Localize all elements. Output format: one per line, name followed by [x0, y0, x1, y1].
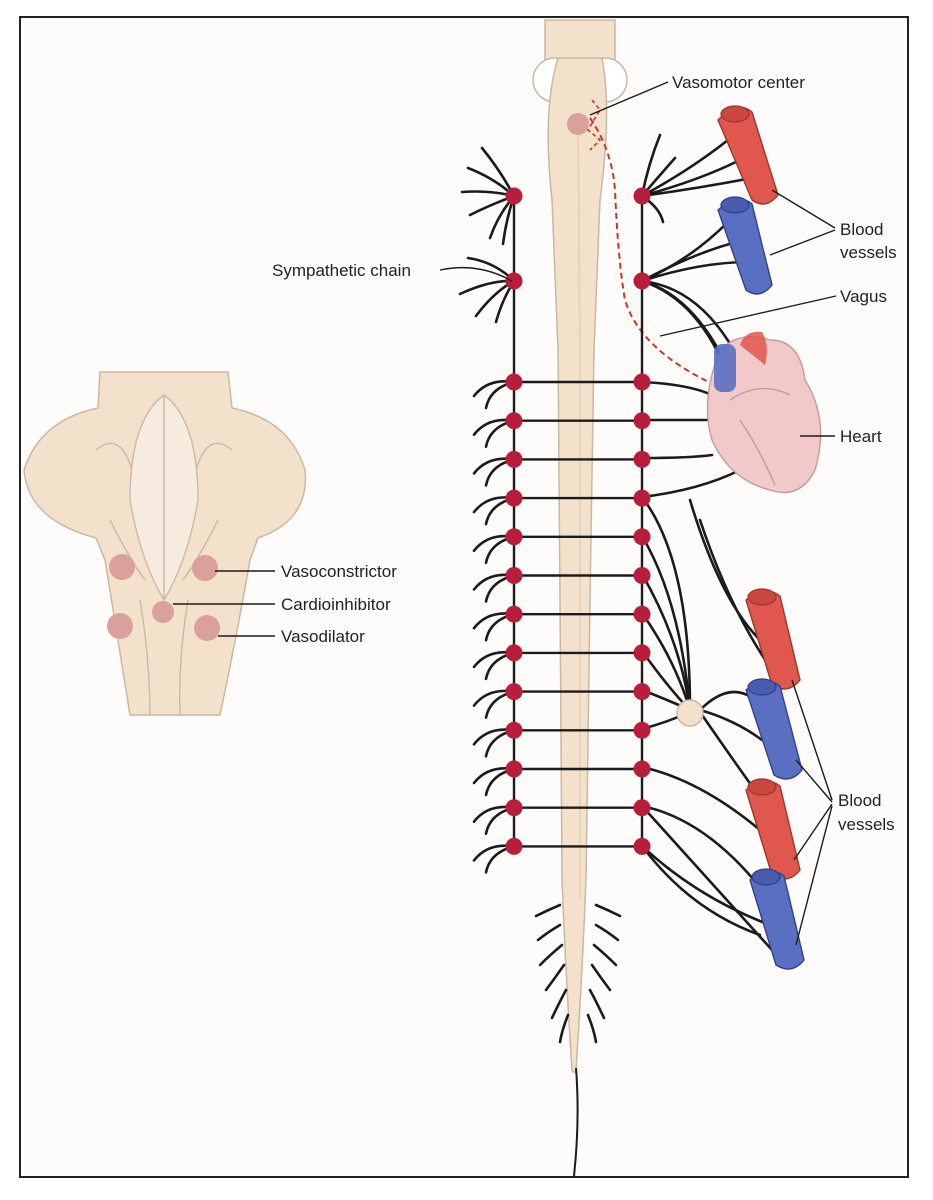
upper-artery — [717, 105, 779, 205]
ganglion-left — [505, 187, 523, 205]
ganglion-left — [505, 760, 523, 778]
vasoconstrictor-area-left — [109, 554, 135, 580]
ganglion-right — [633, 567, 651, 584]
ganglion-left — [505, 412, 523, 430]
ganglion-right — [633, 528, 651, 546]
ganglion-right — [633, 412, 651, 430]
prevertebral-ganglion — [676, 699, 704, 727]
vasomotor-center-label: Vasomotor center — [672, 73, 805, 92]
ganglion-left — [505, 721, 523, 739]
vasodilator-label: Vasodilator — [281, 627, 365, 646]
ganglion-left — [505, 373, 523, 391]
vasomotor-center-dot — [567, 113, 589, 135]
ganglion-right — [633, 373, 651, 391]
ganglion-left — [505, 837, 523, 855]
upper-vessels-leader-b — [769, 229, 836, 256]
ganglion-right — [633, 489, 651, 507]
ganglion-left — [505, 605, 523, 623]
lower-vein-2 — [749, 868, 805, 970]
vasodilator-area-left — [107, 613, 133, 639]
vasodilator-area-right — [194, 615, 220, 641]
lower-vessels-label-line1: Blood — [838, 791, 881, 810]
vagus-leader — [659, 295, 837, 337]
vasoconstrictor-label: Vasoconstrictor — [281, 562, 397, 581]
lower-vessels-leader-c — [793, 803, 833, 861]
ganglion-right — [633, 272, 651, 290]
heart-illustration — [706, 331, 822, 494]
ganglion-left — [505, 567, 523, 584]
spinal-cord — [532, 19, 628, 1177]
lower-vessels-leader-d — [795, 805, 833, 946]
lower-vessels-leader-b — [795, 759, 833, 803]
brainstem — [23, 371, 307, 716]
vagus-nerve-fiber — [589, 117, 716, 386]
ganglion-right — [633, 187, 651, 205]
heart-label: Heart — [840, 427, 882, 446]
ganglion-left — [505, 272, 523, 290]
ganglion-right — [633, 799, 651, 817]
ganglion-left — [505, 528, 523, 546]
ganglion-left — [505, 683, 523, 701]
ganglion-right — [633, 644, 651, 662]
cardioinhibitor-label: Cardioinhibitor — [281, 595, 391, 614]
upper-vein — [717, 196, 773, 295]
cardioinhibitor-area — [152, 601, 174, 623]
lower-vessels-label-line2: vessels — [838, 815, 895, 834]
vasomotor-center-leader — [589, 81, 669, 116]
lower-artery-2 — [745, 778, 801, 880]
cauda-nerves — [534, 903, 622, 1044]
upper-vessels-label-line2: vessels — [840, 243, 897, 262]
ganglion-right — [633, 837, 651, 855]
ganglion-left — [505, 489, 523, 507]
lower-vessels-leader-a — [791, 679, 833, 801]
upper-vessels-leader-a — [771, 189, 836, 229]
ganglion-left — [505, 644, 523, 662]
lower-vein-1 — [745, 678, 803, 780]
ganglion-right — [633, 450, 651, 468]
vasoconstrictor-area-right — [192, 555, 218, 581]
sympathetic-chain-label: Sympathetic chain — [272, 261, 411, 280]
upper-vessels-label-line1: Blood — [840, 220, 883, 239]
sympathetic-ganglia — [505, 187, 651, 855]
ganglion-left — [505, 799, 523, 817]
sympathetic-chain-leader — [439, 266, 513, 282]
vasomotor-fibers — [586, 99, 602, 151]
ganglion-right — [633, 683, 651, 701]
ganglion-right — [633, 721, 651, 739]
ganglion-left — [505, 450, 523, 468]
ganglion-right — [633, 605, 651, 623]
vagus-label: Vagus — [840, 287, 887, 306]
ganglion-right — [633, 760, 651, 778]
